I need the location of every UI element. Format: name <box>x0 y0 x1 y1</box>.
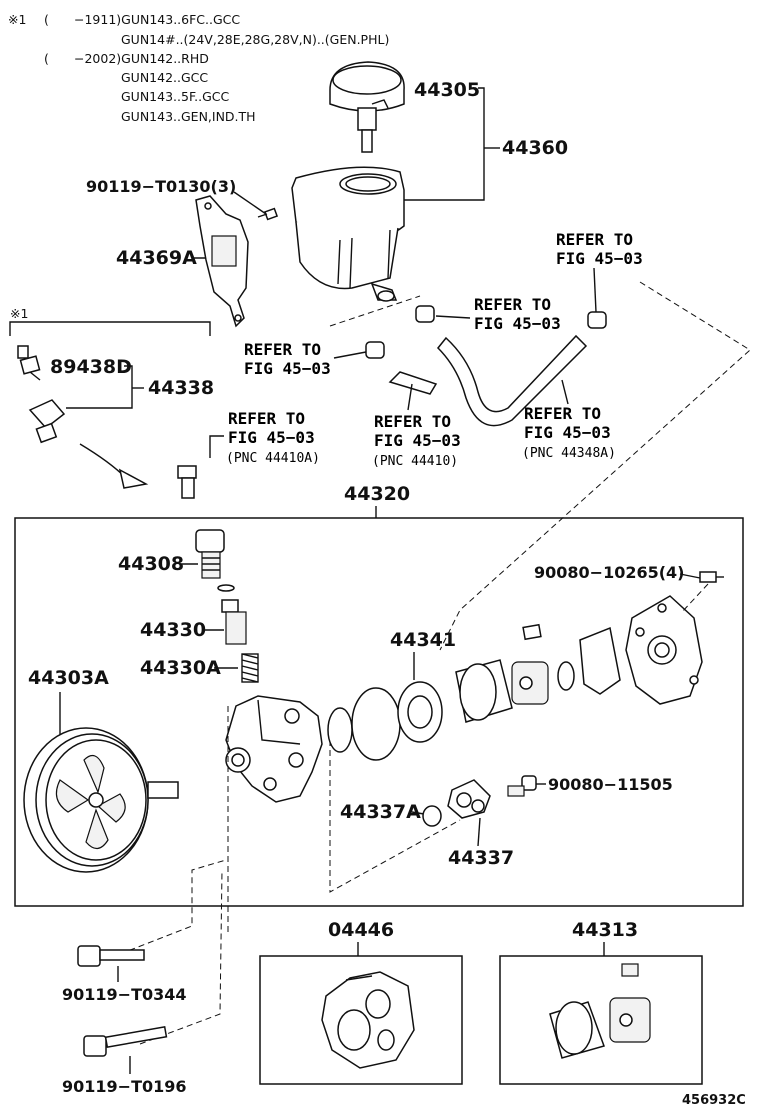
figure-id: 456932C <box>682 1093 746 1108</box>
label-44313: 44313 <box>572 919 638 941</box>
plug-drawing <box>195 529 235 592</box>
note-line-5: GUN143..5F..GCC <box>121 89 229 104</box>
note-line-3: −2002)GUN142..RHD <box>74 51 209 66</box>
label-44341: 44341 <box>390 629 456 651</box>
valve-drawing <box>221 599 247 645</box>
ref-3-line-a: REFER TO <box>244 340 321 359</box>
label-90119-T0130: 90119−T0130(3) <box>86 177 236 196</box>
bolt-long-1-drawing <box>77 945 145 967</box>
label-44369A: 44369A <box>116 247 197 269</box>
ref-4-pnc: (PNC 44410A) <box>226 451 320 466</box>
label-89438D: 89438D <box>50 356 132 378</box>
ref-4-line-a: REFER TO <box>228 409 305 428</box>
label-44308: 44308 <box>118 553 184 575</box>
ref-6-pnc: (PNC 44348A) <box>522 446 616 461</box>
reservoir-tank-drawing <box>291 166 405 302</box>
label-90119-T0344: 90119−T0344 <box>62 985 187 1004</box>
label-44320: 44320 <box>344 483 410 505</box>
label-44360: 44360 <box>502 137 568 159</box>
bolt-long-2-drawing <box>83 1025 168 1057</box>
label-44303A: 44303A <box>28 667 109 689</box>
ref-5-line-b: FIG 45−03 <box>374 431 461 450</box>
label-44337A: 44337A <box>340 801 421 823</box>
connector-drawing <box>447 779 491 819</box>
bolt-rear-drawing <box>681 571 724 613</box>
gasket-kit-drawing <box>321 971 415 1069</box>
note-line-1: −1911)GUN143..6FC..GCC <box>74 12 240 27</box>
label-90119-T0196: 90119−T0196 <box>62 1077 187 1096</box>
sensor-drawing <box>17 345 41 381</box>
pump-assembly-frame <box>14 517 744 907</box>
bolt-small-drawing <box>257 207 279 221</box>
kit-44313-frame <box>499 955 703 1085</box>
note-mark: ※1 <box>8 12 26 27</box>
note-line-6: GUN143..GEN,IND.TH <box>121 109 256 124</box>
union-fitting-drawing <box>28 399 66 444</box>
label-44338: 44338 <box>148 377 214 399</box>
label-90080-10265: 90080−10265(4) <box>534 563 685 582</box>
ref-6-line-b: FIG 45−03 <box>524 423 611 442</box>
ref-1-line-b: FIG 45−03 <box>474 314 561 333</box>
ref-1-line-a: REFER TO <box>474 295 551 314</box>
reservoir-cap-drawing <box>329 61 405 153</box>
pump-body-drawing <box>225 695 323 803</box>
group-mark: ※1 <box>10 306 28 321</box>
label-44337: 44337 <box>448 847 514 869</box>
note-line-2: GUN14#..(24V,28E,28G,28V,N)..(GEN.PHL) <box>121 32 389 47</box>
ref-5-pnc: (PNC 44410) <box>372 454 458 469</box>
label-44305: 44305 <box>414 79 480 101</box>
label-90080-11505: 90080−11505 <box>548 775 673 794</box>
label-04446: 04446 <box>328 919 394 941</box>
bracket-drawing <box>195 195 249 328</box>
ref-6-line-a: REFER TO <box>524 404 601 423</box>
oring-drawing <box>422 805 442 827</box>
union-bolt-drawing <box>177 465 197 499</box>
label-44330A: 44330A <box>140 657 221 679</box>
hoses-upper-drawing <box>365 305 607 427</box>
ref-2-line-a: REFER TO <box>556 230 633 249</box>
note-paren-2: ( <box>44 51 49 66</box>
ref-5-line-a: REFER TO <box>374 412 451 431</box>
applicability-notes: ※1 ( −1911)GUN143..6FC..GCC GUN14#..(24V… <box>8 12 389 124</box>
ref-2-line-b: FIG 45−03 <box>556 249 643 268</box>
seal-rings-drawing <box>327 623 621 761</box>
rear-housing-drawing <box>625 595 703 705</box>
pulley-drawing <box>23 727 179 873</box>
label-44330: 44330 <box>140 619 206 641</box>
spring-drawing <box>241 653 259 683</box>
note-paren-1: ( <box>44 12 49 27</box>
bolt-connector-drawing <box>507 775 537 797</box>
kit-04446-frame <box>259 955 463 1085</box>
cam-ring-kit-drawing <box>549 963 651 1059</box>
ref-3-line-b: FIG 45−03 <box>244 359 331 378</box>
ref-4-line-b: FIG 45−03 <box>228 428 315 447</box>
note-line-4: GUN142..GCC <box>121 70 208 85</box>
